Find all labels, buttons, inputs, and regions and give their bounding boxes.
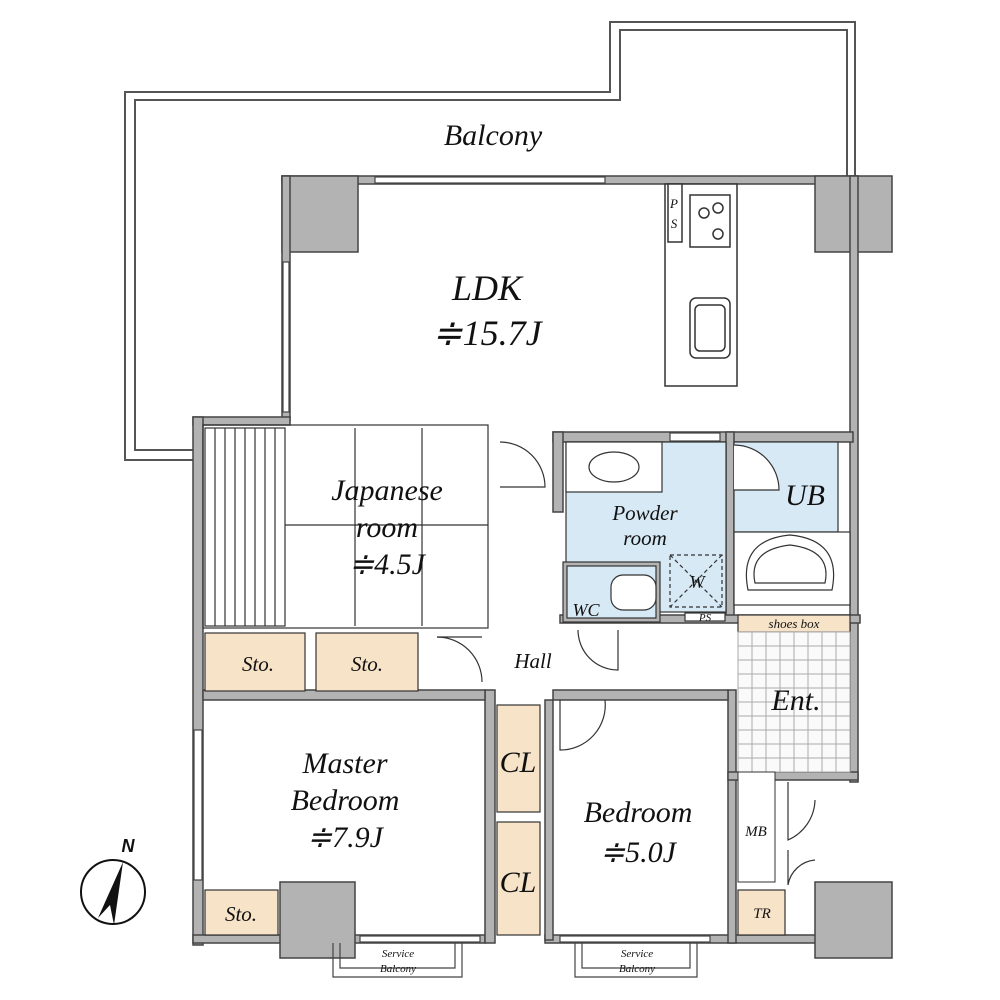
master-size: ≑7.9J [307,821,385,854]
doors[interactable] [436,441,816,886]
ent-label: Ent. [770,684,820,717]
powder-label-2: room [623,526,667,550]
ps-label: PS [698,612,712,624]
mb-label: MB [744,824,767,840]
w-label: W [690,572,707,592]
balcony-label: Balcony [444,119,543,152]
entrance-tiles [737,631,851,773]
north-compass-icon [80,859,146,925]
sto-label-2: Sto. [351,652,383,676]
compass-north-label: N [122,836,136,856]
mb-box [737,771,776,883]
wet-areas [562,441,851,623]
service-balcony-2-line2: Balcony [619,963,655,975]
master-label-1: Master [302,747,388,780]
service-balcony-2-line1: Service [621,948,653,960]
ldk-size: ≑15.7J [432,313,543,353]
sto-label-3: Sto. [225,902,257,926]
japanese-room [202,424,489,629]
japanese-size: ≑4.5J [349,548,427,581]
ps-top-p: P [669,196,678,211]
japanese-label-1: Japanese [331,474,443,507]
service-balcony-1-line1: Service [382,948,414,960]
powder-label-1: Powder [611,501,678,525]
balcony-outline [124,21,856,461]
ps-top-s: S [671,216,678,231]
bedroom-label: Bedroom [584,796,693,829]
cl-label-2: CL [500,866,537,899]
windows [193,176,721,943]
shoes-box-label: shoes box [769,616,820,631]
japanese-label-2: room [356,511,418,544]
tr-label: TR [753,906,771,922]
ldk-label: LDK [451,268,524,308]
kitchen-counter [664,183,738,387]
hall-label: Hall [513,649,552,673]
bedroom-size: ≑5.0J [600,836,678,869]
wc-label: WC [573,600,601,620]
service-balcony-1-line2: Balcony [380,963,416,975]
cl-label-1: CL [500,746,537,779]
sto-label-1: Sto. [242,652,274,676]
master-label-2: Bedroom [291,784,400,817]
ub-label: UB [785,479,825,512]
service-balconies [332,943,698,978]
